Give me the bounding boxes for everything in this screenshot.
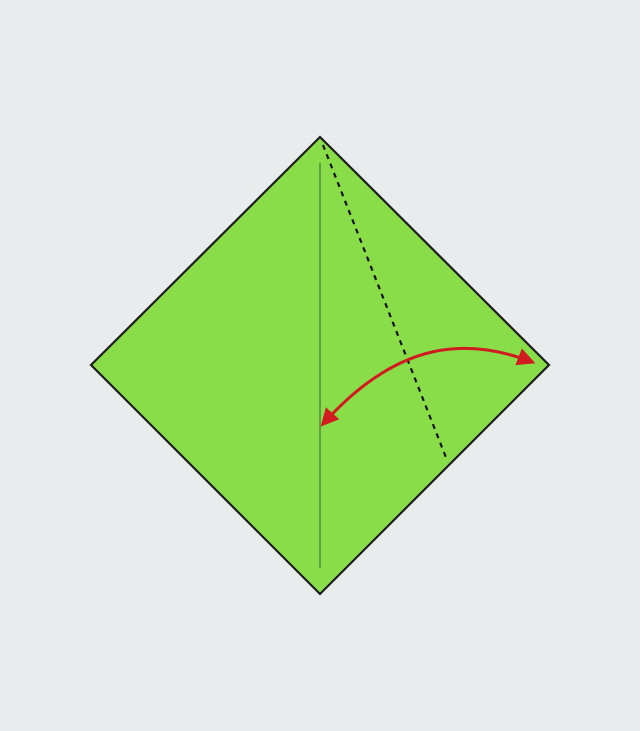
fold-arrow <box>320 346 536 427</box>
